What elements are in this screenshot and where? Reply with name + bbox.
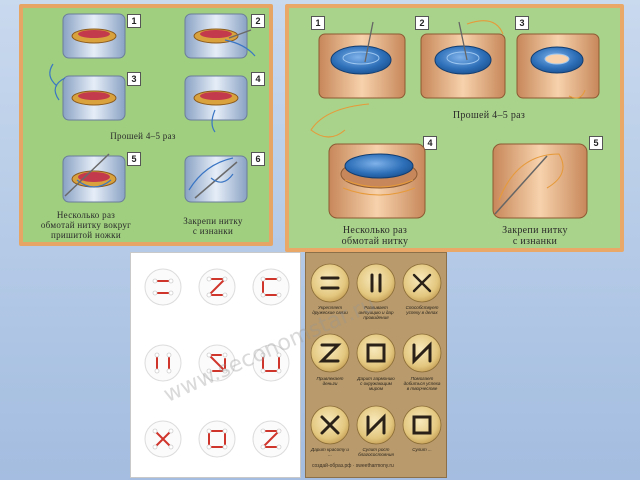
- caption-secure-line1: Закрепи нитку: [502, 225, 568, 236]
- pattern-z-shape: [198, 268, 236, 306]
- step-number-6: 6: [251, 152, 265, 166]
- stitch-patterns-grid: [144, 268, 290, 458]
- pattern-square: [198, 420, 236, 458]
- meaning-label-6: Помогает добиться успеха в творчестве: [403, 376, 441, 391]
- caption-repeat: Прошей 4–5 раз: [452, 110, 526, 121]
- step-number-3: 3: [515, 16, 529, 30]
- shank-button-illustrations: [49, 13, 256, 203]
- step-number-2: 2: [251, 14, 265, 28]
- panel-sewing-shank-button: 1 2 3 4 5 6: [19, 4, 273, 246]
- meaning-label-8: Сулит рост благосостояния: [358, 447, 394, 457]
- flat-button-illustrations: [310, 20, 600, 219]
- caption-repeat: Прошей 4–5 раз: [110, 131, 176, 141]
- step-number-4: 4: [251, 72, 265, 86]
- meaning-label-1: Укрепляет дружеские связи: [312, 305, 348, 315]
- meaning-label-9: Сулит ...: [412, 447, 432, 452]
- pattern-z-letter: [252, 420, 290, 458]
- step-number-4: 4: [423, 136, 437, 150]
- meaning-label-2: Развивает интуицию и дар провидения: [358, 305, 394, 320]
- caption-wrap-line2: обмотай нитку: [341, 236, 409, 247]
- pattern-cross: [144, 420, 182, 458]
- caption-wrap-line1: Несколько раз: [56, 210, 116, 220]
- step-number-3: 3: [127, 72, 141, 86]
- meaning-label-5: Дарит гармонию с окружающим миром: [357, 376, 395, 391]
- panel-stitch-patterns: [130, 252, 301, 478]
- caption-secure-line2: с изнанки: [512, 236, 558, 247]
- step-number-5: 5: [127, 152, 141, 166]
- meaning-label-3: Способствует успеху в делах: [405, 305, 439, 315]
- panel-stitch-meanings: Укрепляет дружеские связи Развивает инту…: [305, 252, 447, 478]
- caption-secure-line2: с изнанки: [192, 226, 234, 236]
- meaning-label-4: Привлекает деньги: [316, 376, 344, 386]
- caption-wrap-line3: пришитой ножки: [51, 230, 121, 240]
- stitch-meanings-grid: [310, 263, 442, 445]
- panel-sewing-flat-button: 1 2 3 4 5: [285, 4, 624, 252]
- caption-wrap-line2: обмотай нитку вокруг: [40, 220, 132, 230]
- caption-secure-line1: Закрепи нитку: [183, 216, 243, 226]
- pattern-square-open: [252, 268, 290, 306]
- meaning-label-7: Дарит красоту и ...: [311, 447, 349, 457]
- pattern-two-vertical: [144, 344, 182, 382]
- step-number-1: 1: [311, 16, 325, 30]
- step-number-1: 1: [127, 14, 141, 28]
- step-number-2: 2: [415, 16, 429, 30]
- step-number-5: 5: [589, 136, 603, 150]
- caption-wrap-line1: Несколько раз: [342, 225, 408, 236]
- source-footer: создай-образ.рф · sweetharmony.ru: [312, 463, 394, 469]
- pattern-two-horizontal: [144, 268, 182, 306]
